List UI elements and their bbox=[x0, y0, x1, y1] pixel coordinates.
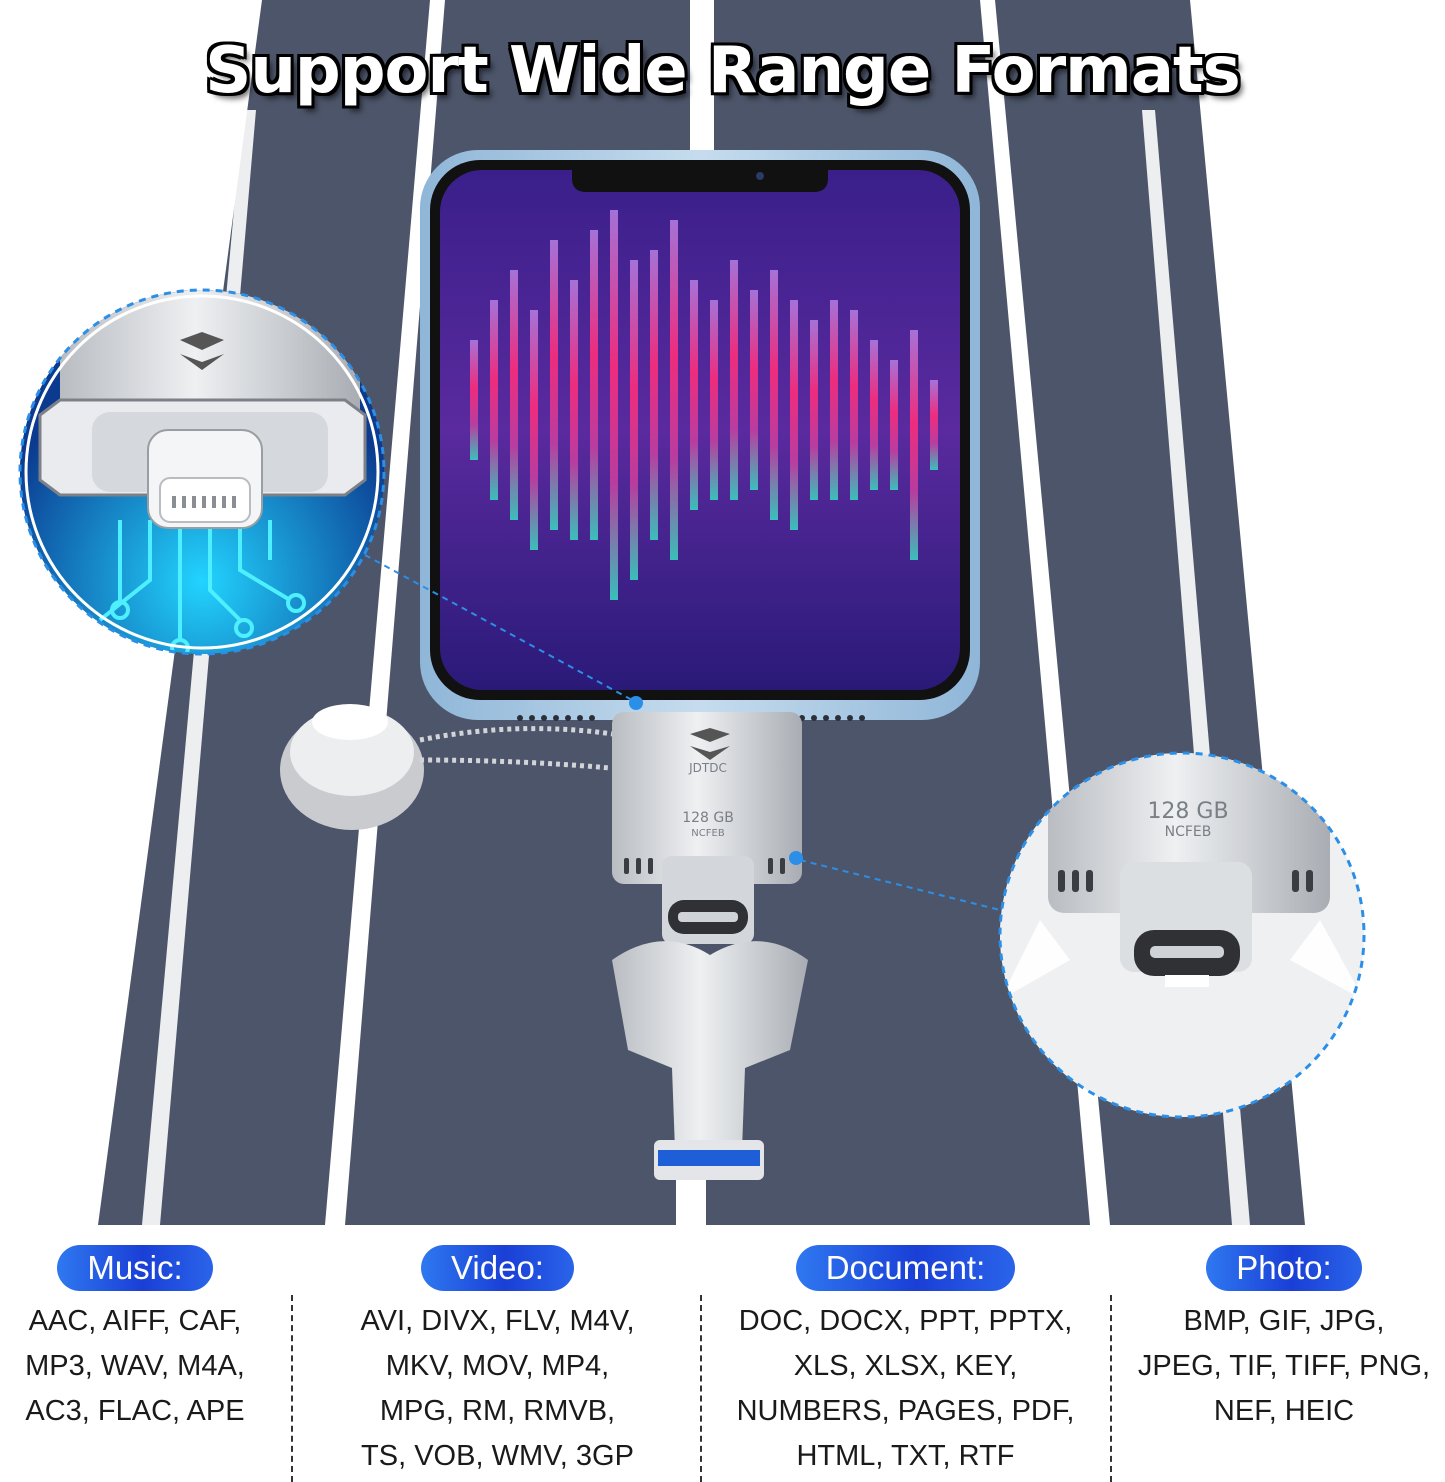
category-pill-music: Music: bbox=[57, 1245, 213, 1291]
format-line: AVI, DIVX, FLV, M4V, bbox=[360, 1305, 635, 1337]
format-line: AC3, FLAC, APE bbox=[25, 1395, 245, 1427]
format-line: XLS, XLSX, KEY, bbox=[793, 1350, 1018, 1382]
column-divider bbox=[291, 1295, 293, 1482]
category-pill-video: Video: bbox=[421, 1245, 574, 1291]
format-line: TS, VOB, WMV, 3GP bbox=[361, 1440, 634, 1472]
lightning-zoom-callout bbox=[18, 288, 643, 710]
keychain-cap bbox=[280, 704, 621, 830]
drive-capacity-label: 128 GB bbox=[682, 810, 734, 826]
column-divider bbox=[700, 1295, 702, 1482]
category-pill-document: Document: bbox=[795, 1245, 1016, 1291]
format-column-video: Video: AVI, DIVX, FLV, M4V, MKV, MOV, MP… bbox=[300, 1245, 695, 1482]
format-list-music: AAC, AIFF, CAF, MP3, WAV, M4A, AC3, FLAC… bbox=[0, 1299, 270, 1434]
drive-model-label: NCFEB bbox=[691, 828, 725, 839]
format-list-photo: BMP, GIF, JPG, JPEG, TIF, TIFF, PNG, NEF… bbox=[1125, 1299, 1443, 1434]
format-line: BMP, GIF, JPG, bbox=[1183, 1305, 1385, 1337]
format-column-photo: Photo: BMP, GIF, JPG, JPEG, TIF, TIFF, P… bbox=[1125, 1245, 1443, 1482]
usb-c-zoom-callout: 128 GB NCFEB bbox=[789, 751, 1366, 1119]
format-column-document: Document: DOC, DOCX, PPT, PPTX, XLS, XLS… bbox=[708, 1245, 1103, 1482]
column-divider bbox=[1110, 1295, 1112, 1482]
format-line: AAC, AIFF, CAF, bbox=[28, 1305, 242, 1337]
drive-brand-label: JDTDC bbox=[688, 761, 727, 775]
format-line: NEF, HEIC bbox=[1213, 1395, 1355, 1427]
format-line: NUMBERS, PAGES, PDF, bbox=[736, 1395, 1075, 1427]
formats-section: Music: AAC, AIFF, CAF, MP3, WAV, M4A, AC… bbox=[0, 1225, 1445, 1482]
format-line: MKV, MOV, MP4, bbox=[385, 1350, 610, 1382]
phone bbox=[420, 150, 980, 721]
format-list-video: AVI, DIVX, FLV, M4V, MKV, MOV, MP4, MPG,… bbox=[300, 1299, 695, 1479]
format-line: HTML, TXT, RTF bbox=[796, 1440, 1015, 1472]
format-line: JPEG, TIF, TIFF, PNG, bbox=[1137, 1350, 1431, 1382]
format-list-document: DOC, DOCX, PPT, PPTX, XLS, XLSX, KEY, NU… bbox=[708, 1299, 1103, 1479]
callout-capacity-label: 128 GB bbox=[1147, 799, 1228, 824]
page-title: Support Wide Range Formats bbox=[205, 34, 1240, 108]
flash-drive: JDTDC 128 GB NCFEB bbox=[612, 712, 808, 1180]
scene-illustration: JDTDC 128 GB NCFEB bbox=[18, 0, 1366, 1225]
callout-model-label: NCFEB bbox=[1165, 824, 1212, 840]
format-column-music: Music: AAC, AIFF, CAF, MP3, WAV, M4A, AC… bbox=[0, 1245, 270, 1482]
format-line: MPG, RM, RMVB, bbox=[379, 1395, 616, 1427]
product-scene: JDTDC 128 GB NCFEB bbox=[18, 0, 1366, 1225]
format-line: DOC, DOCX, PPT, PPTX, bbox=[738, 1305, 1073, 1337]
category-pill-photo: Photo: bbox=[1206, 1245, 1362, 1291]
format-line: MP3, WAV, M4A, bbox=[25, 1350, 245, 1382]
